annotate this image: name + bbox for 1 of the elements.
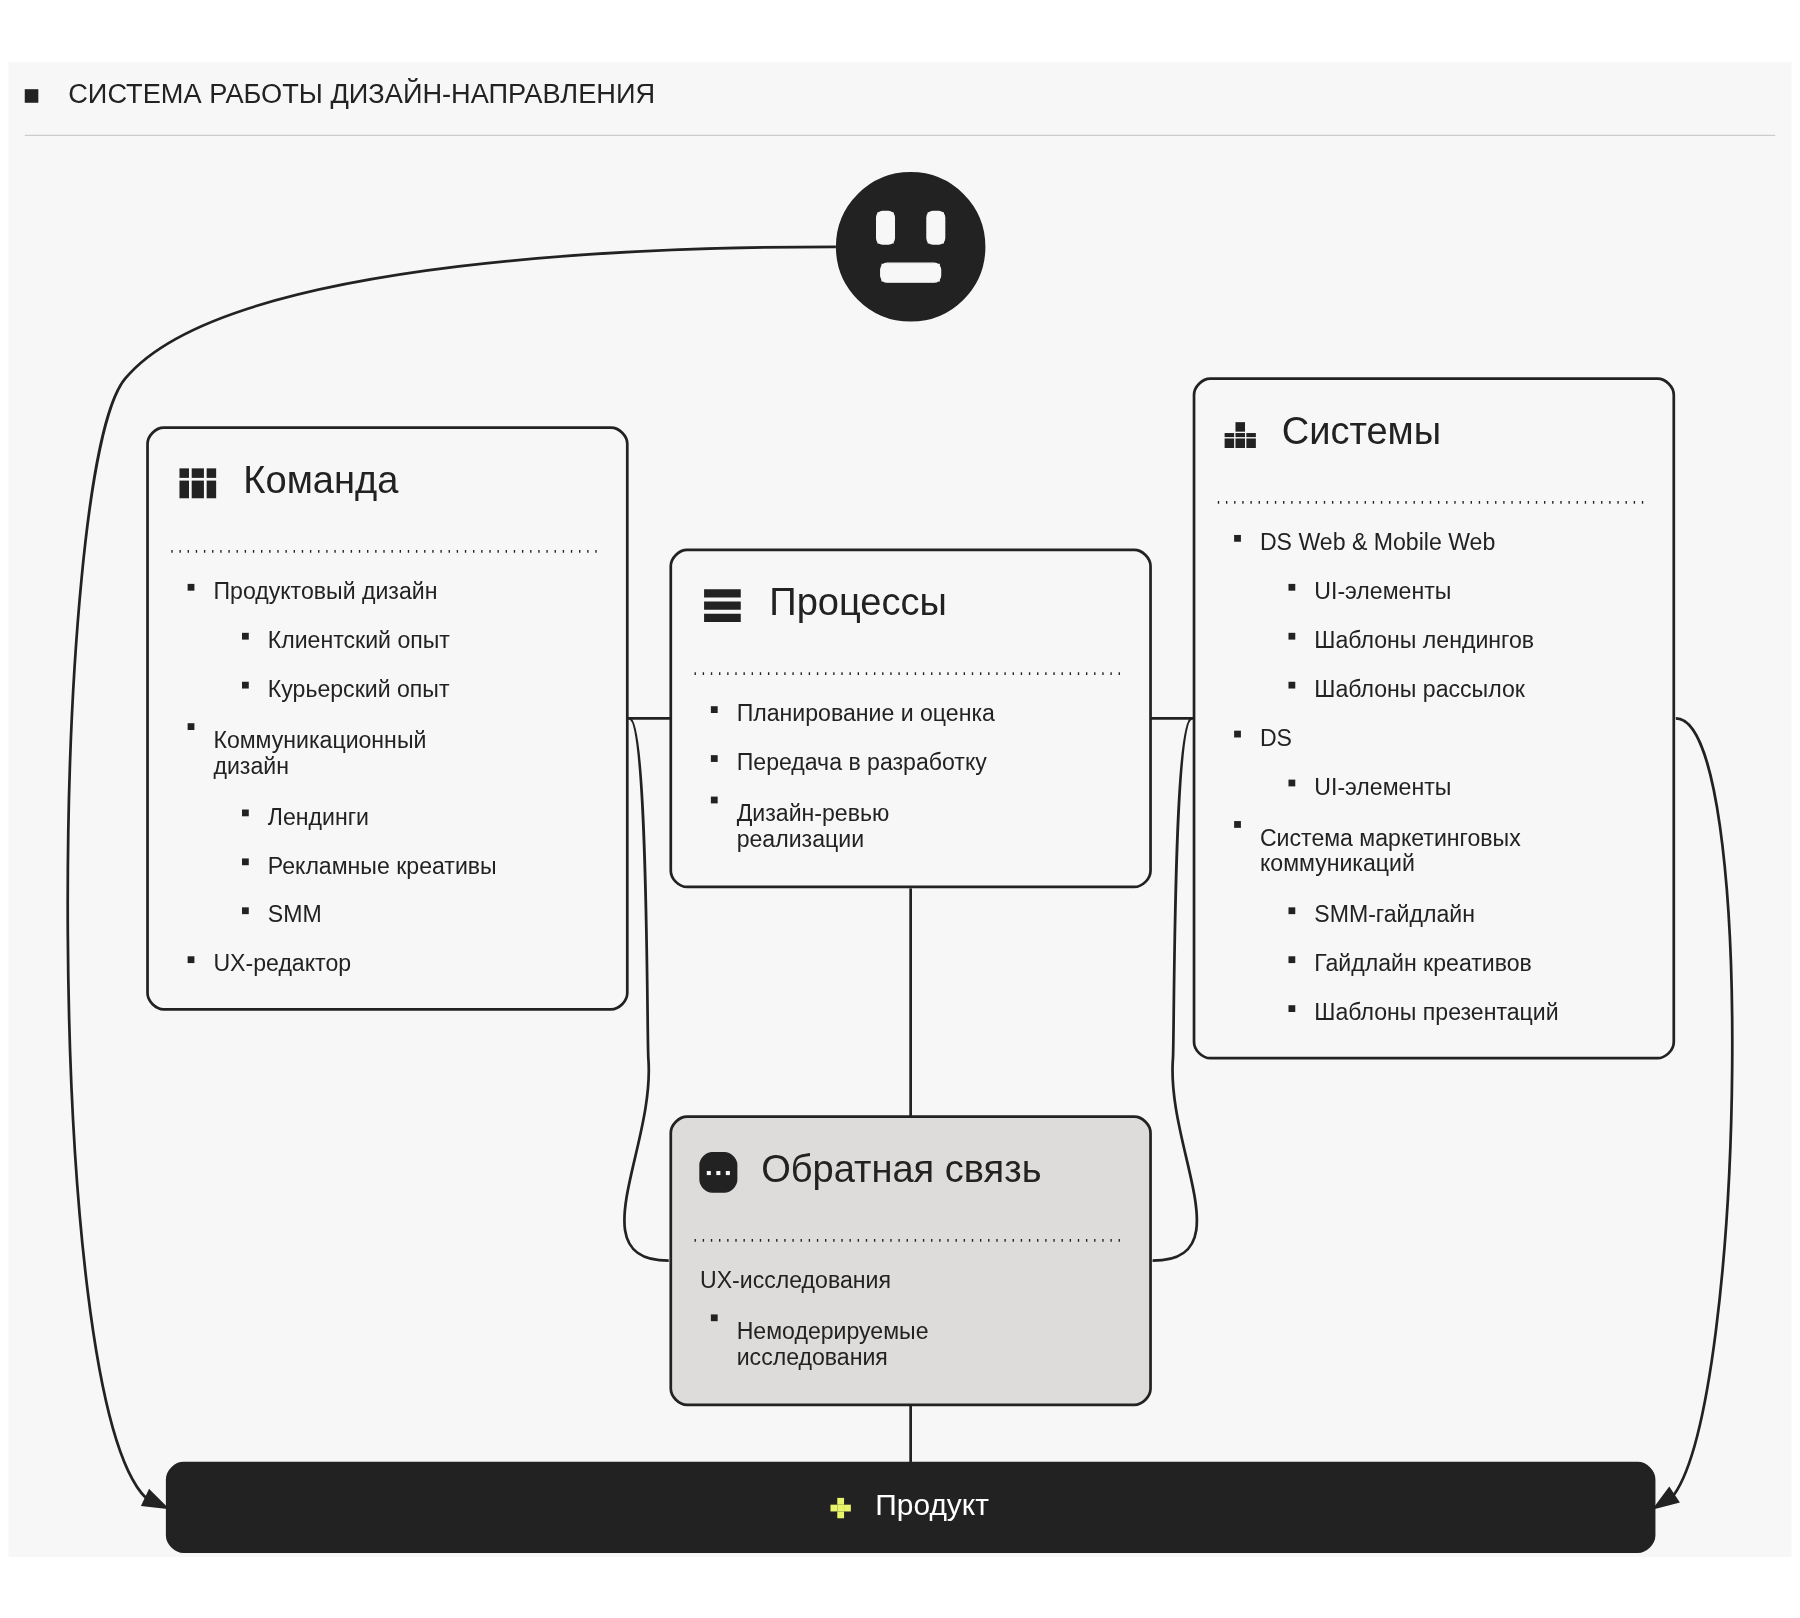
diagram-title: СИСТЕМА РАБОТЫ ДИЗАЙН-НАПРАВЛЕНИЯ — [68, 77, 656, 109]
